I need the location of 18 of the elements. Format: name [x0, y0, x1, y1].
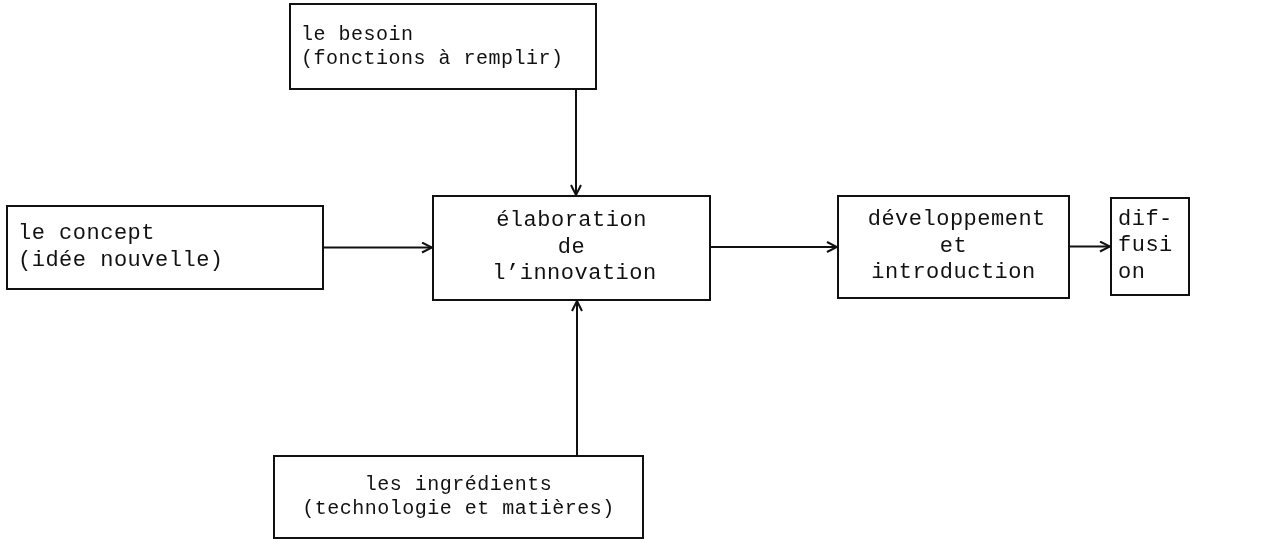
arrow [710, 241, 838, 253]
box-label: (fonctions à remplir) [301, 46, 564, 71]
process-box [837, 195, 1070, 299]
process-box [432, 195, 711, 301]
arrow [323, 241, 433, 254]
arrow [1069, 240, 1111, 253]
box-label: dif- fusi on [1118, 206, 1174, 287]
box-label: le concept [18, 221, 156, 248]
process-box [6, 205, 324, 290]
process-box [1110, 197, 1190, 296]
box-label: le besoin [301, 22, 414, 47]
arrow [571, 300, 583, 456]
box-label: (idée nouvelle) [18, 247, 224, 274]
arrow [570, 89, 582, 196]
process-box [289, 3, 597, 90]
box-label: (technologie et matières) [302, 497, 615, 521]
box-label: les ingrédients [364, 473, 553, 497]
process-box [273, 455, 644, 539]
